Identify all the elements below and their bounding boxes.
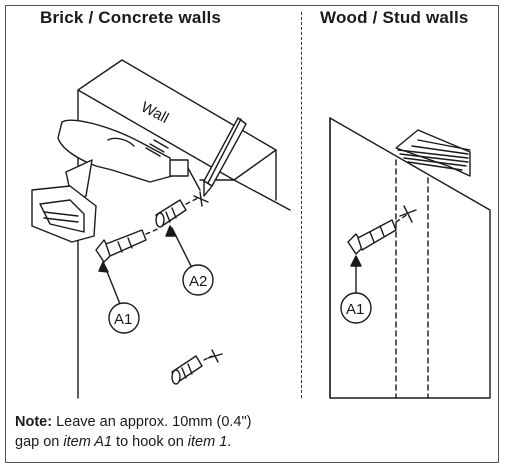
- screw-icon: [95, 227, 161, 263]
- note-end: .: [227, 434, 232, 450]
- installation-note: Note: Leave an approx. 10mm (0.4") gap o…: [15, 412, 251, 452]
- anchor-plug-lower-icon: [171, 349, 223, 385]
- drill-mark-icon: [193, 191, 209, 207]
- pencil-icon: [203, 117, 247, 197]
- screw-right-icon: [347, 205, 417, 255]
- note-item-a1: item A1: [63, 434, 113, 450]
- stud-wall-illustration: [329, 117, 491, 399]
- column-divider: [301, 12, 302, 398]
- note-prefix: Note:: [15, 414, 53, 430]
- callout-a2-label: A2: [189, 273, 207, 290]
- note-text-1: Leave an approx. 10mm (0.4"): [52, 414, 252, 430]
- anchor-plug-icon: [155, 197, 199, 228]
- installation-diagram: Wall: [31, 59, 491, 399]
- callout-a1-left-label: A1: [114, 311, 132, 328]
- note-text-2: gap on: [15, 434, 64, 450]
- instruction-frame: [5, 5, 499, 463]
- note-line-2: gap on item A1 to hook on item 1.: [15, 432, 251, 452]
- heading-brick-concrete: Brick / Concrete walls: [40, 8, 222, 27]
- callout-a2: [165, 225, 214, 296]
- note-line-1: Note: Leave an approx. 10mm (0.4"): [15, 412, 251, 432]
- callout-a1-right: [340, 255, 372, 324]
- brick-wall-illustration: [77, 59, 291, 399]
- callout-a1-left: [98, 261, 140, 334]
- heading-wood-stud: Wood / Stud walls: [320, 8, 469, 27]
- callout-a1-right-label: A1: [346, 301, 364, 318]
- drill-icon: [31, 119, 201, 243]
- note-text-3: to hook on: [112, 434, 188, 450]
- note-item-1: item 1: [187, 434, 228, 450]
